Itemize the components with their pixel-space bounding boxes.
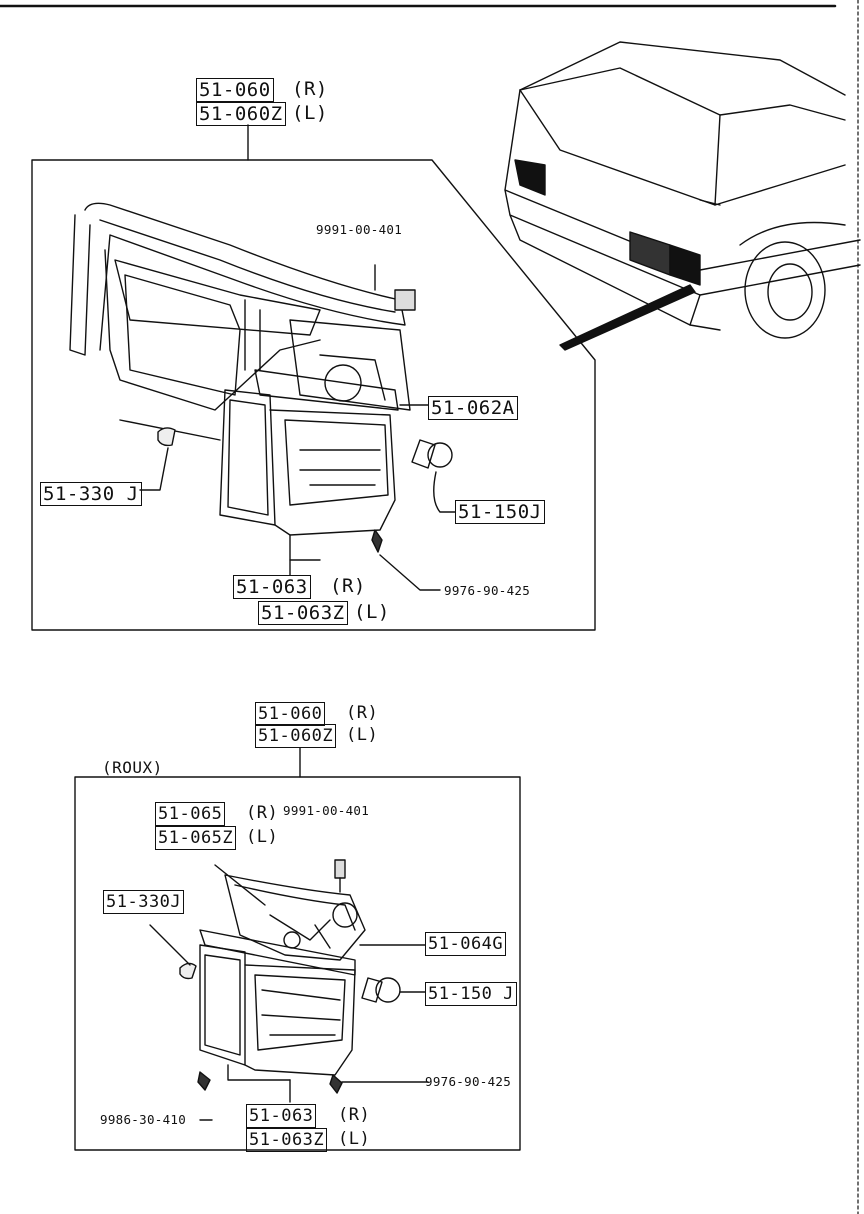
top-lamp-housing <box>69 202 416 441</box>
top-lens-number-r: 51-063 <box>233 575 311 599</box>
bottom-lens-r-text: 51-063 <box>249 1106 314 1126</box>
bottom-small-parts <box>149 864 429 1094</box>
top-lens-side-r: (R) <box>330 575 366 597</box>
bottom-part-330j-text: 51-330J <box>106 892 182 912</box>
top-assembly-side-l: (L) <box>292 102 328 124</box>
bottom-part-065-text: 51-065 <box>158 804 223 824</box>
bottom-part-150j-text: 51-150 J <box>428 984 514 1004</box>
bottom-part-064g: 51-064G <box>425 932 507 956</box>
bottom-lamp-housing <box>224 859 366 961</box>
top-part-150j: 51-150J <box>455 500 545 524</box>
bottom-part-065z-side: (L) <box>246 827 279 847</box>
bottom-part-065: 51-065 <box>155 802 226 826</box>
bottom-part-064g-text: 51-064G <box>428 934 504 954</box>
top-assembly-r-text: 51-060 <box>199 79 271 101</box>
bottom-diagram-frame <box>74 776 521 1151</box>
bottom-assembly-number-r: 51-060 <box>255 702 326 726</box>
bottom-lens <box>199 929 356 1081</box>
top-assembly-side-r: (R) <box>292 78 328 100</box>
top-part-330j: 51-330 J <box>40 482 142 506</box>
top-lens-side-l: (L) <box>354 601 390 623</box>
bottom-lens-side-l: (L) <box>338 1129 371 1149</box>
top-part-062a-text: 51-062A <box>431 397 515 419</box>
van-illustration <box>504 41 861 351</box>
top-screw-part-number: 9976-90-425 <box>444 583 531 598</box>
top-lens-r-text: 51-063 <box>236 576 308 598</box>
top-lens-l-text: 51-063Z <box>261 602 345 624</box>
bottom-part-065z: 51-065Z <box>155 826 237 850</box>
bottom-part-330j: 51-330J <box>103 890 185 914</box>
top-part-330j-text: 51-330 J <box>43 483 139 505</box>
top-assembly-number-r: 51-060 <box>196 78 274 102</box>
bottom-assembly-r-text: 51-060 <box>258 704 323 724</box>
top-clip-part-number: 9991-00-401 <box>316 222 403 237</box>
bottom-lens-number-r: 51-063 <box>246 1104 317 1128</box>
bottom-clip-part-number: 9991-00-401 <box>283 803 370 818</box>
bottom-screw-part-number-2: 9986-30-410 <box>100 1112 187 1127</box>
bottom-lens-l-text: 51-063Z <box>249 1130 325 1150</box>
top-assembly-number-l: 51-060Z <box>196 102 286 126</box>
bottom-variant-label: (ROUX) <box>102 758 163 777</box>
top-lens-number-l: 51-063Z <box>258 601 348 625</box>
top-assembly-l-text: 51-060Z <box>199 103 283 125</box>
bottom-part-065z-text: 51-065Z <box>158 828 234 848</box>
bottom-lens-number-l: 51-063Z <box>246 1128 328 1152</box>
bottom-assembly-side-l: (L) <box>346 725 379 745</box>
top-lens <box>219 369 399 561</box>
bottom-part-150j: 51-150 J <box>425 982 517 1006</box>
top-small-parts <box>139 264 456 591</box>
top-part-062a: 51-062A <box>428 396 518 420</box>
bottom-screw-part-number: 9976-90-425 <box>425 1074 512 1089</box>
bottom-assembly-number-l: 51-060Z <box>255 724 337 748</box>
top-part-150j-text: 51-150J <box>458 501 542 523</box>
bottom-lens-side-r: (R) <box>338 1105 371 1125</box>
bottom-assembly-side-r: (R) <box>346 703 379 723</box>
top-diagram-frame <box>31 159 596 631</box>
bottom-part-065-side: (R) <box>246 803 279 823</box>
bottom-assembly-l-text: 51-060Z <box>258 726 334 746</box>
